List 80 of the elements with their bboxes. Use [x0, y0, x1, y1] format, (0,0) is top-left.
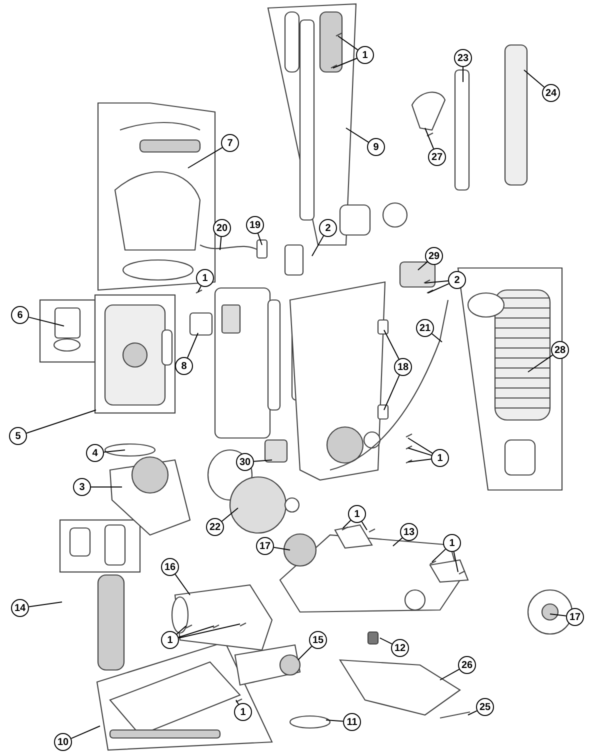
callout-number: 17 — [566, 608, 584, 626]
leader-line — [220, 236, 222, 250]
callout-number: 18 — [394, 358, 412, 376]
callout-number: 29 — [425, 247, 443, 265]
leader-line — [342, 520, 352, 528]
callout-number: 21 — [416, 319, 434, 337]
leader-line — [408, 448, 432, 456]
callout-number: 4 — [86, 444, 104, 462]
leader-line — [346, 128, 369, 143]
leader-line — [408, 458, 432, 462]
leader-line — [550, 614, 567, 616]
callout-number: 9 — [367, 138, 385, 156]
callout-number: 19 — [246, 216, 264, 234]
leader-line — [174, 574, 190, 596]
leader-line — [361, 521, 368, 530]
callout-number: 6 — [11, 306, 29, 324]
leader-line — [384, 330, 400, 360]
leader-line — [408, 438, 433, 454]
leader-line — [221, 508, 238, 522]
leader-line — [462, 66, 464, 82]
callout-number: 13 — [400, 523, 418, 541]
leader-line — [236, 700, 239, 705]
leader-line — [178, 626, 214, 638]
callout-number: 28 — [551, 341, 569, 359]
leader-line — [468, 710, 478, 716]
callout-number: 14 — [11, 599, 29, 617]
callout-number: 27 — [428, 148, 446, 166]
callout-number: 1 — [431, 449, 449, 467]
leader-line — [453, 551, 458, 572]
leader-line — [528, 354, 554, 372]
leader-line — [431, 333, 442, 342]
callout-number: 24 — [542, 84, 560, 102]
callout-number: 8 — [175, 357, 193, 375]
callout-number: 11 — [343, 713, 361, 731]
callout-number: 20 — [213, 219, 231, 237]
callout-number: 10 — [54, 733, 72, 751]
leader-line — [524, 70, 545, 88]
callout-number: 23 — [454, 49, 472, 67]
leader-line — [298, 646, 312, 660]
leader-line — [428, 283, 450, 294]
callout-number: 16 — [161, 558, 179, 576]
leader-line — [432, 548, 446, 562]
leader-line — [188, 147, 223, 168]
leader-line — [90, 486, 122, 488]
leader-line — [338, 36, 358, 50]
callout-number: 12 — [391, 639, 409, 657]
leader-line — [418, 261, 428, 270]
callout-number: 1 — [443, 534, 461, 552]
leader-line — [332, 58, 358, 68]
leader-line — [424, 128, 434, 150]
callout-number: 2 — [448, 271, 466, 289]
leader-line — [440, 668, 460, 680]
callout-number: 15 — [309, 631, 327, 649]
callout-number: 1 — [161, 631, 179, 649]
leader-line — [380, 638, 392, 644]
leader-line — [384, 374, 400, 410]
leader-line — [253, 460, 272, 462]
leader-line — [26, 410, 96, 434]
callout-number: 3 — [73, 478, 91, 496]
leader-line — [187, 332, 198, 358]
callout-number: 1 — [348, 505, 366, 523]
leader-line — [28, 316, 64, 326]
callout-number: 25 — [476, 698, 494, 716]
leader-line — [103, 450, 126, 453]
leader-line — [326, 720, 344, 722]
leader-line — [28, 602, 62, 608]
leader-line — [392, 537, 403, 546]
leader-line — [424, 280, 449, 284]
leader-line — [312, 235, 324, 256]
callout-number: 22 — [206, 518, 224, 536]
leader-line — [178, 624, 240, 638]
callout-number: 26 — [458, 656, 476, 674]
callout-number: 1 — [356, 46, 374, 64]
leader-line — [257, 233, 262, 246]
leader-line — [273, 546, 290, 550]
callout-number: 5 — [9, 427, 27, 445]
callout-number: 17 — [256, 537, 274, 555]
leader-line — [176, 626, 186, 635]
leader-line — [70, 726, 100, 739]
callout-number: 7 — [221, 134, 239, 152]
